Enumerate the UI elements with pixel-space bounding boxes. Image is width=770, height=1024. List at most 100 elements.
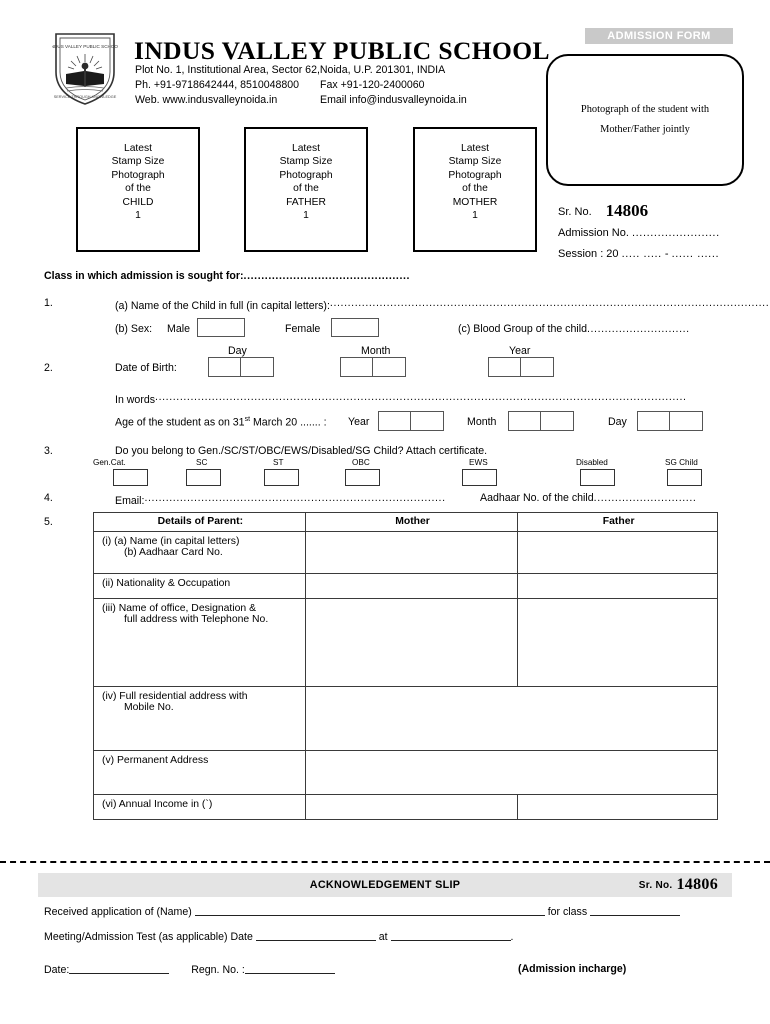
male-checkbox[interactable] — [197, 318, 245, 337]
footer-date-label: Date: — [44, 964, 70, 976]
stamp-subject: FATHER — [286, 196, 326, 208]
row-label-a: (ii) Nationality & Occupation — [102, 578, 231, 589]
received-application-row: Received application of (Name) for class — [44, 905, 681, 918]
category-checkbox-disabled[interactable] — [580, 469, 615, 486]
for-class-blank[interactable] — [590, 905, 681, 916]
row-label-cell: (ii) Nationality & Occupation — [93, 573, 306, 599]
shared-value-cell[interactable] — [304, 750, 719, 795]
dob-day-input[interactable] — [208, 357, 274, 377]
question-2-number: 2. — [44, 362, 53, 374]
row-label-b: Mobile No. — [124, 702, 174, 713]
category-label-st: ST — [273, 458, 284, 467]
age-day-input[interactable] — [637, 411, 703, 431]
child-name-blank[interactable]: ........................................… — [329, 297, 770, 309]
regn-no-label: Regn. No. : — [191, 964, 245, 976]
aadhaar-label: Aadhaar No. of the child — [480, 492, 594, 504]
mother-value-cell[interactable] — [304, 573, 519, 599]
father-value-cell[interactable] — [517, 598, 718, 687]
dob-month-input[interactable] — [340, 357, 406, 377]
age-month-input[interactable] — [508, 411, 574, 431]
father-value-cell[interactable] — [517, 531, 718, 574]
session-blank-start[interactable]: ..... ..... — [621, 248, 662, 260]
session-blank-end[interactable]: ...... ...... — [671, 248, 720, 260]
for-class-label: for class — [547, 906, 588, 918]
session-dash: - — [664, 248, 669, 260]
meeting-period: . — [510, 931, 514, 943]
joint-photo-line1: Photograph of the student with — [580, 104, 710, 115]
category-checkbox-st[interactable] — [264, 469, 299, 486]
mother-value-cell[interactable] — [304, 598, 519, 687]
category-label-disabled: Disabled — [576, 458, 608, 467]
stamp-line-4: of the — [125, 183, 151, 195]
category-checkbox-sc[interactable] — [186, 469, 221, 486]
question-4-number: 4. — [44, 492, 53, 504]
table-row: (iii) Name of office, Designation & full… — [93, 598, 718, 687]
footer-date-blank[interactable] — [69, 963, 170, 974]
admission-form-badge: ADMISSION FORM — [585, 28, 733, 44]
meeting-date-blank[interactable] — [255, 930, 376, 941]
blood-group-blank[interactable]: ............................. — [586, 323, 690, 335]
class-sought-blank[interactable]: ........................................… — [243, 270, 411, 282]
admission-no-blank[interactable]: ........................ — [631, 227, 720, 239]
dob-in-words-row: In words................................… — [115, 391, 720, 406]
dob-month-header: Month — [361, 345, 391, 357]
child-name-label: (a) Name of the Child in full (in capita… — [115, 300, 330, 312]
meeting-venue-blank[interactable] — [390, 930, 511, 941]
website-label: Web. www.indusvalleynoida.in — [135, 94, 278, 107]
father-value-cell[interactable] — [517, 794, 718, 820]
received-name-blank[interactable] — [194, 905, 545, 916]
category-question: Do you belong to Gen./SC/ST/OBC/EWS/Disa… — [115, 445, 488, 457]
stamp-photo-box-mother[interactable]: Latest Stamp Size Photograph of the MOTH… — [413, 127, 537, 252]
email-row: Email:..................................… — [115, 492, 474, 507]
male-label: Male — [167, 323, 190, 335]
admission-no-label: Admission No. — [558, 227, 629, 239]
table-row: (vi) Annual Income in (`) — [93, 794, 718, 820]
blood-group-row: (c) Blood Group of the child............… — [458, 323, 690, 335]
stamp-count: 1 — [472, 210, 478, 222]
school-name: INDUS VALLEY PUBLIC SCHOOL — [134, 36, 550, 65]
age-year-input[interactable] — [378, 411, 444, 431]
category-checkbox-obc[interactable] — [345, 469, 380, 486]
stamp-photo-box-father[interactable]: Latest Stamp Size Photograph of the FATH… — [244, 127, 368, 252]
dob-in-words-blank[interactable]: ........................................… — [155, 391, 687, 403]
row-label-cell: (i) (a) Name (in capital letters) (b) Aa… — [93, 531, 306, 574]
category-checkbox-gen[interactable] — [113, 469, 148, 486]
row-label-a: (vi) Annual Income in (`) — [102, 799, 213, 810]
session-label: Session : 20 — [558, 248, 619, 260]
fax-label: Fax +91-120-2400060 — [320, 79, 425, 92]
category-checkbox-sg-child[interactable] — [667, 469, 702, 486]
ack-sr-value: 14806 — [676, 876, 718, 893]
phone-label: Ph. +91-9718642444, 8510048800 — [135, 79, 300, 92]
stamp-photo-box-child[interactable]: Latest Stamp Size Photograph of the CHIL… — [76, 127, 200, 252]
age-ordinal-suffix: st — [244, 416, 251, 423]
row-label-cell: (iii) Name of office, Designation & full… — [93, 598, 306, 687]
category-checkbox-ews[interactable] — [462, 469, 497, 486]
stamp-subject: MOTHER — [452, 196, 498, 208]
admission-incharge-label: (Admission incharge) — [518, 963, 627, 975]
female-checkbox[interactable] — [331, 318, 379, 337]
regn-no-blank[interactable] — [244, 963, 335, 974]
stamp-line-2: Stamp Size — [279, 156, 333, 168]
mother-value-cell[interactable] — [304, 531, 519, 574]
mother-value-cell[interactable] — [304, 794, 519, 820]
email-blank[interactable]: ........................................… — [144, 492, 446, 504]
category-label-ews: EWS — [469, 458, 488, 467]
joint-photograph-box[interactable]: Photograph of the student with Mother/Fa… — [546, 54, 744, 186]
svg-text:SERVICE THROUGH KNOWLEDGE: SERVICE THROUGH KNOWLEDGE — [54, 95, 117, 99]
dob-year-input[interactable] — [488, 357, 554, 377]
age-label-post: March 20 ....... : — [252, 416, 327, 429]
serial-number-block: Sr. No.14806 Admission No. .............… — [558, 200, 720, 265]
table-row: (v) Permanent Address — [93, 750, 719, 795]
joint-photo-line2: Mother/Father jointly — [600, 124, 690, 135]
stamp-line-2: Stamp Size — [111, 156, 165, 168]
table-row: (ii) Nationality & Occupation — [93, 573, 718, 599]
shared-value-cell[interactable] — [304, 686, 719, 751]
acknowledgement-serial: Sr. No.14806 — [639, 876, 718, 894]
question-5-number: 5. — [44, 516, 53, 528]
father-value-cell[interactable] — [517, 573, 718, 599]
row-label-cell: (iv) Full residential address with Mobil… — [93, 686, 306, 751]
category-label-sc: SC — [196, 458, 208, 467]
aadhaar-blank[interactable]: ............................. — [593, 492, 697, 504]
dob-in-words-label: In words — [115, 394, 156, 406]
question-3-number: 3. — [44, 445, 53, 457]
